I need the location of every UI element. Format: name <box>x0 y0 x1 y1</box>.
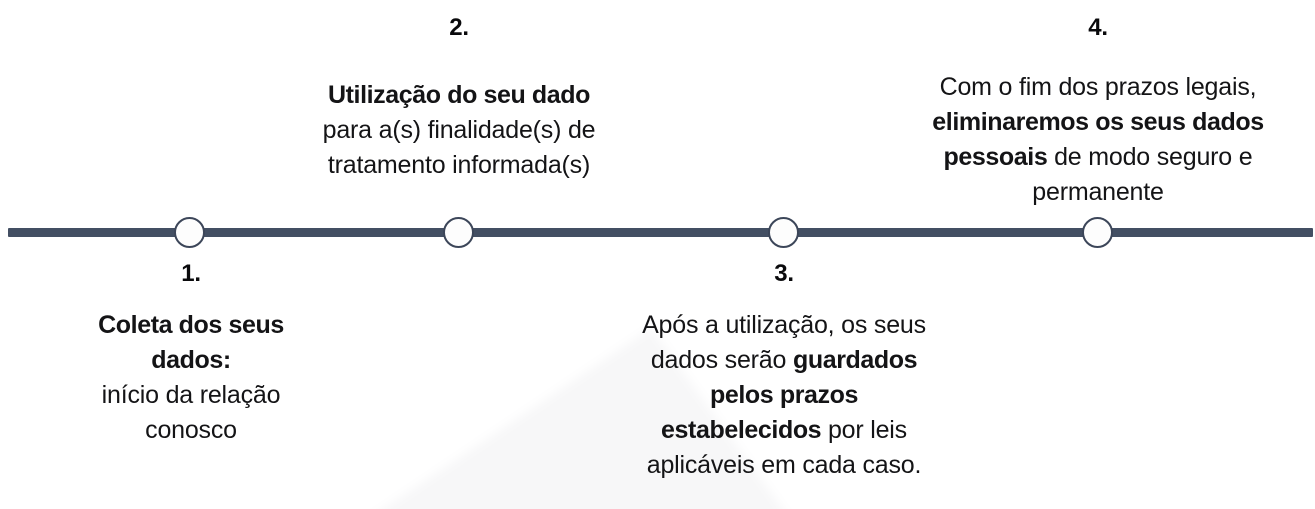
timeline-step-4: 4. Com o fim dos prazos legais, eliminar… <box>896 16 1300 210</box>
timeline-node-2[interactable] <box>443 217 474 248</box>
step-1-number: 1. <box>181 260 201 287</box>
step-3-line-2a: dados serão <box>650 346 793 374</box>
step-3-line-4a: estabelecidos <box>661 416 822 444</box>
step-2-line-3: tratamento informada(s) <box>327 151 591 179</box>
step-2-text: Utilização do seu dado para a(s) finalid… <box>288 78 630 183</box>
step-4-text: Com o fim dos prazos legais, eliminaremo… <box>896 70 1300 210</box>
step-1-line-2: dados: <box>151 346 231 374</box>
step-1-line-3: início da relação <box>101 381 281 409</box>
step-3-line-2b: guardados <box>792 346 918 374</box>
step-4-number: 4. <box>1088 14 1108 41</box>
step-2-number: 2. <box>449 14 469 41</box>
step-4-line-1: Com o fim dos prazos legais, <box>939 73 1257 101</box>
step-4-line-3a: pessoais <box>943 143 1048 171</box>
step-4-line-2: eliminaremos os seus dados <box>932 108 1264 136</box>
step-3-line-4b: por leis <box>821 416 907 444</box>
step-1-line-4: conosco <box>145 416 237 444</box>
step-4-line-3b: de modo seguro e <box>1047 143 1253 171</box>
step-2-line-2: para a(s) finalidade(s) de <box>322 116 596 144</box>
timeline-axis <box>8 228 1313 237</box>
step-3-text: Após a utilização, os seus dados serão g… <box>600 308 968 483</box>
timeline-node-4[interactable] <box>1082 217 1113 248</box>
timeline-node-1[interactable] <box>174 217 205 248</box>
step-4-line-4: permanente <box>1032 178 1164 206</box>
step-3-line-1: Após a utilização, os seus <box>642 311 926 339</box>
step-3-line-3: pelos prazos <box>709 381 859 409</box>
step-3-line-5: aplicáveis em cada caso. <box>646 451 922 479</box>
step-1-text: Coleta dos seus dados: início da relação… <box>60 308 322 448</box>
timeline-node-3[interactable] <box>768 217 799 248</box>
step-2-line-1: Utilização do seu dado <box>327 81 591 109</box>
step-1-line-1: Coleta dos seus <box>98 311 284 339</box>
step-3-number: 3. <box>774 260 794 287</box>
timeline-step-1: 1. Coleta dos seus dados: início da rela… <box>60 262 322 448</box>
timeline-step-2: 2. Utilização do seu dado para a(s) fina… <box>288 16 630 183</box>
timeline-step-3: 3. Após a utilização, os seus dados serã… <box>600 262 968 483</box>
